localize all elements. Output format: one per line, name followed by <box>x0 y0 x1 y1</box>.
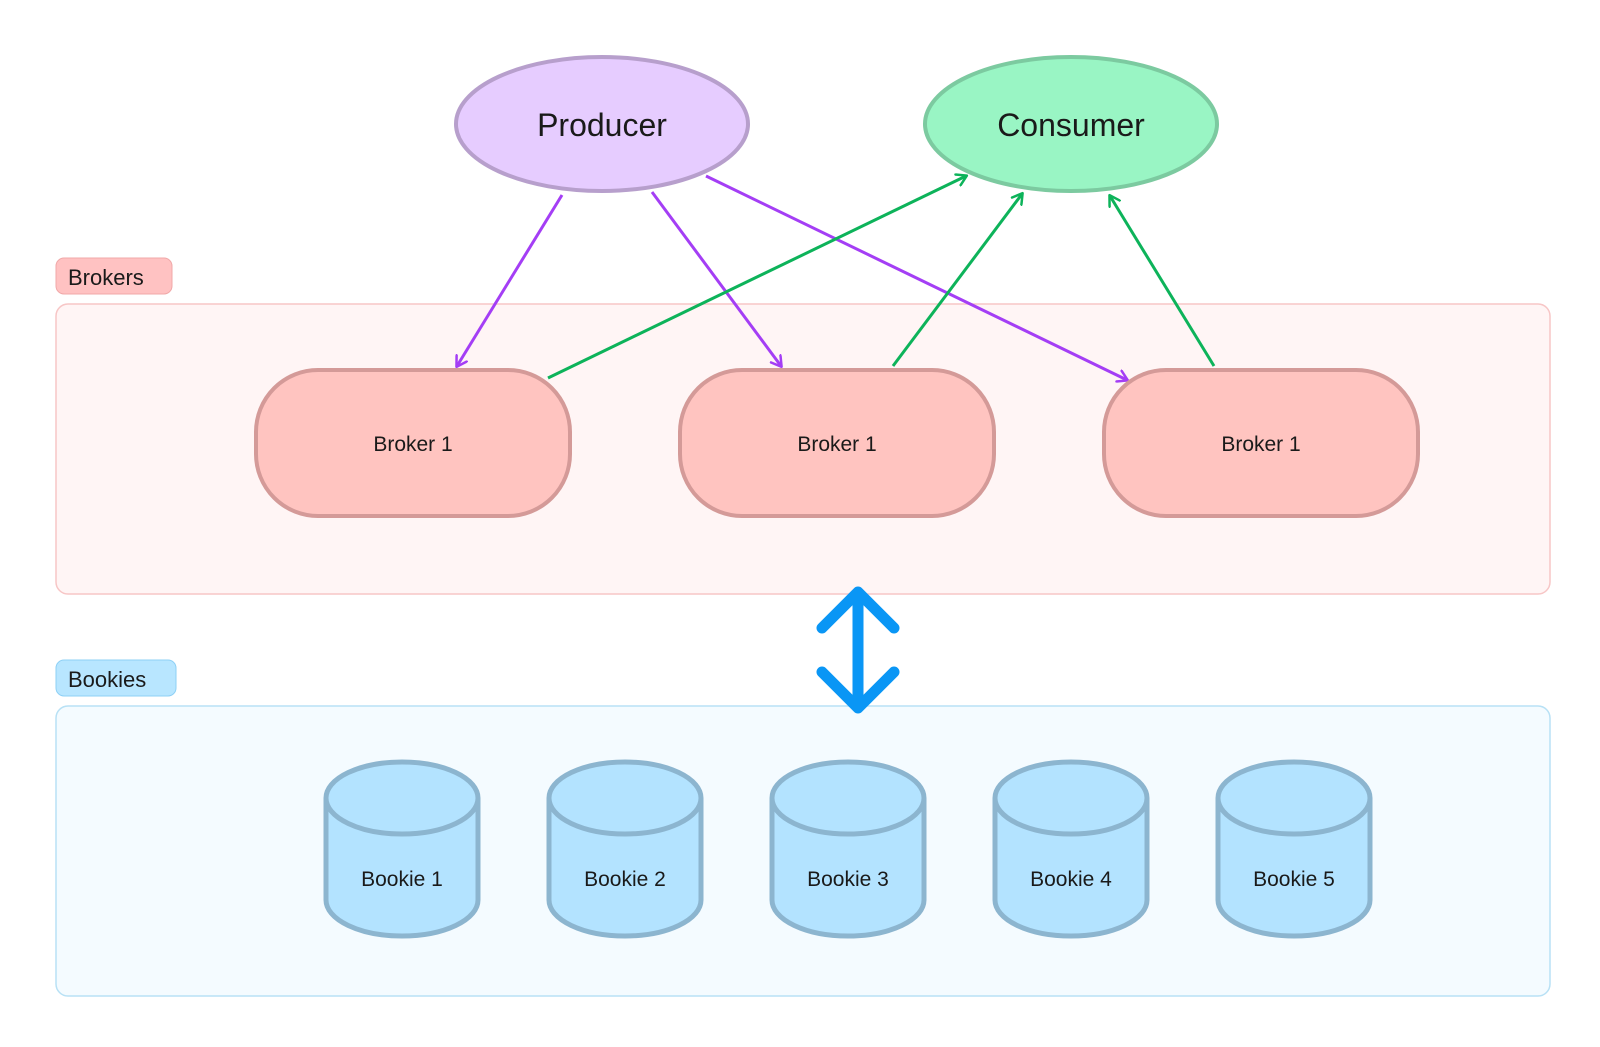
brokers-badge-label: Brokers <box>68 265 144 290</box>
bookie-body <box>769 798 927 939</box>
produce-edges <box>457 174 1127 380</box>
broker-node[interactable]: Broker 1 <box>254 368 572 518</box>
bookie-node[interactable]: Bookie 4 <box>992 759 1150 939</box>
bookies-badge-label: Bookies <box>68 667 146 692</box>
bookie-label: Bookie 4 <box>1030 868 1112 891</box>
bookie-body <box>992 798 1150 939</box>
bookie-node[interactable]: Bookie 5 <box>1215 759 1373 939</box>
producer-label: Producer <box>537 107 667 143</box>
brokers-badge <box>55 257 173 295</box>
broker-node[interactable]: Broker 1 <box>1102 368 1420 518</box>
producer-node[interactable]: Producer <box>454 55 750 193</box>
broker-node[interactable]: Broker 1 <box>678 368 996 518</box>
bookie-body <box>546 798 704 939</box>
bidirectional-arrow-icon <box>816 586 900 714</box>
bookie-top <box>323 759 481 837</box>
consume-edge-3 <box>1110 196 1216 367</box>
bookie-node[interactable]: Bookie 2 <box>546 759 704 939</box>
bookie-label: Bookie 1 <box>361 868 443 891</box>
bookie-label: Bookie 5 <box>1253 868 1335 891</box>
consume-edge-2 <box>891 194 1022 367</box>
consumer-label: Consumer <box>997 107 1145 143</box>
bookie-top <box>992 759 1150 837</box>
consume-edges <box>547 176 1216 380</box>
consumer-node[interactable]: Consumer <box>923 55 1219 193</box>
produce-edge-3 <box>705 174 1127 380</box>
bookie-node[interactable]: Bookie 1 <box>323 759 481 939</box>
bookie-body <box>1215 798 1373 939</box>
bookie-label: Bookie 2 <box>584 868 666 891</box>
broker-label: Broker 1 <box>373 433 452 456</box>
broker-label: Broker 1 <box>1221 433 1300 456</box>
bookie-label: Bookie 3 <box>807 868 889 891</box>
bookie-top <box>546 759 704 837</box>
bookie-top <box>1215 759 1373 837</box>
bookie-top <box>769 759 927 837</box>
bookie-node[interactable]: Bookie 3 <box>769 759 927 939</box>
bookie-body <box>323 798 481 939</box>
produce-edge-1 <box>457 194 564 366</box>
bookies-badge <box>55 659 177 697</box>
broker-label: Broker 1 <box>797 433 876 456</box>
produce-edge-2 <box>650 191 781 366</box>
consume-edge-1 <box>547 176 966 380</box>
